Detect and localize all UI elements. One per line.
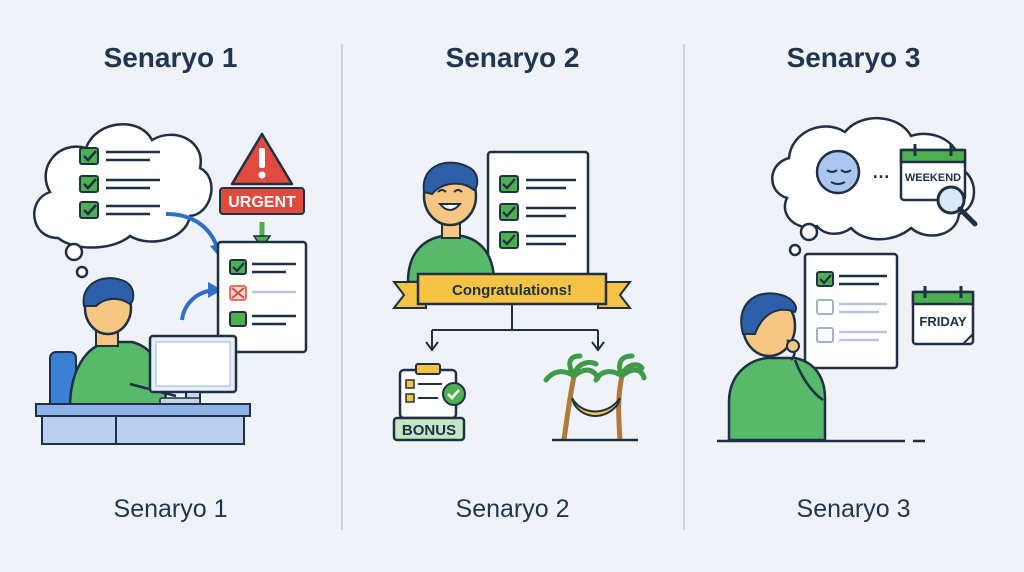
- warning-icon: [230, 132, 294, 186]
- congratulations-banner: [391, 272, 633, 309]
- branch-arrows: [425, 304, 605, 352]
- ellipsis: …: [872, 162, 890, 182]
- happy-person: [406, 161, 496, 284]
- weekend-label: WEEKEND: [905, 172, 961, 184]
- scenario-3-illustration: … WEEKEND: [717, 117, 978, 443]
- scenario-2-caption: Senaryo 2: [455, 495, 570, 523]
- computer-icon: [148, 334, 238, 405]
- checklist-icon: [79, 147, 160, 219]
- scenario-3-panel: … WEEKEND: [683, 0, 1024, 572]
- magnifier-icon: [936, 185, 978, 227]
- thinking-person: [727, 292, 827, 442]
- scenario-3-caption: Senaryo 3: [796, 495, 911, 523]
- task-document: [216, 240, 308, 354]
- urgent-badge: [219, 187, 305, 215]
- divider: [341, 44, 343, 530]
- calendar-icon: [911, 286, 975, 346]
- divider: [683, 44, 685, 530]
- banner-text: Congratulations!: [452, 282, 572, 299]
- scenario-3-title: Senaryo 3: [786, 42, 921, 73]
- sleepy-face-icon: [815, 149, 861, 195]
- checklist-icon: [486, 150, 590, 282]
- checklist-icon: [803, 252, 899, 370]
- desk: [35, 403, 251, 445]
- hammock-icon: [571, 397, 621, 417]
- person-at-desk: [49, 277, 177, 413]
- urgent-badge-text: URGENT: [228, 194, 296, 211]
- scenario-1-caption: Senaryo 1: [113, 495, 228, 523]
- scenario-2-panel: Congratulations! BONUS: [342, 0, 683, 572]
- scenario-1-panel: URGENT: [0, 0, 341, 572]
- scenario-2-illustration: Congratulations! BONUS: [391, 150, 647, 442]
- arrow-icon: [165, 212, 220, 251]
- scenario-1-illustration: URGENT: [33, 123, 308, 445]
- arrow-head-icon: [208, 282, 222, 298]
- thought-cloud-icon: [33, 123, 213, 279]
- palm-tree-icon: [543, 353, 647, 441]
- medal-icon: [392, 363, 466, 442]
- scenario-1-title: Senaryo 1: [103, 42, 238, 73]
- scenario-2-title: Senaryo 2: [445, 42, 580, 73]
- thought-cloud-icon: [771, 117, 976, 257]
- bonus-label: BONUS: [402, 422, 456, 439]
- friday-label: FRIDAY: [919, 314, 967, 329]
